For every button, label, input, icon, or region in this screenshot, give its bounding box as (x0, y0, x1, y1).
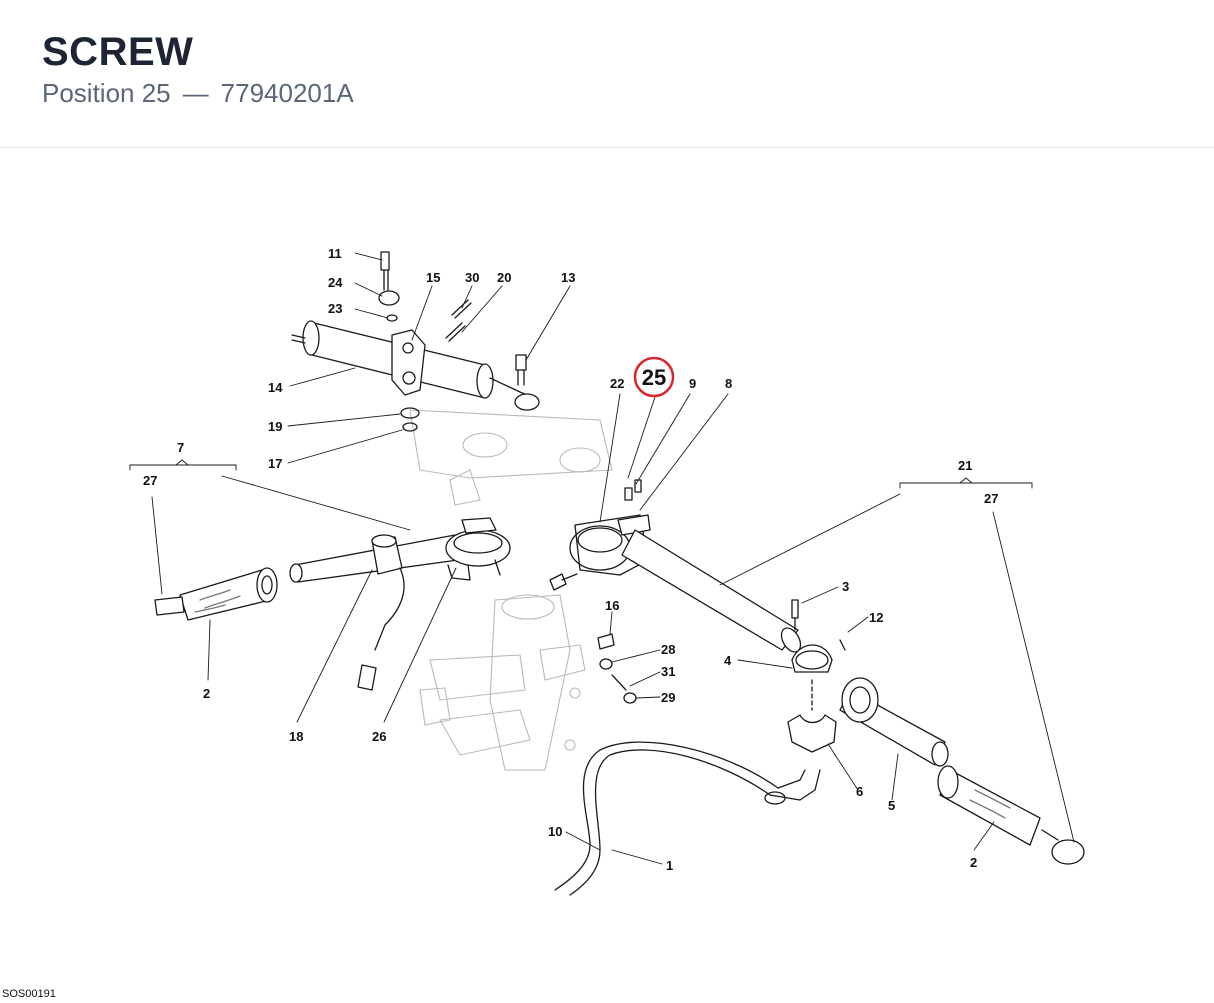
callout-24: 24 (328, 275, 343, 290)
left-grip (154, 567, 278, 621)
callout-6: 6 (856, 784, 863, 799)
exploded-parts-diagram: 11 24 15 30 20 13 23 14 19 17 22 9 8 7 2… (129, 246, 1085, 896)
callout-22: 22 (610, 376, 624, 391)
throttle-tube (839, 677, 949, 767)
callout-2-right: 2 (970, 855, 977, 870)
leader-lines (129, 252, 1075, 865)
callout-12: 12 (869, 610, 883, 625)
callout-30: 30 (465, 270, 479, 285)
callout-29: 29 (661, 690, 675, 705)
highlight-ring (633, 356, 675, 398)
frame-outline (409, 409, 613, 771)
callout-18: 18 (289, 729, 303, 744)
callout-16: 16 (605, 598, 619, 613)
callout-20: 20 (497, 270, 511, 285)
callout-15: 15 (426, 270, 440, 285)
page-title: SCREW (42, 30, 194, 74)
callout-13: 13 (561, 270, 575, 285)
part-number: 77940201A (220, 78, 354, 108)
throttle-cables (554, 741, 821, 896)
callout-11: 11 (328, 246, 342, 261)
steering-damper (291, 320, 540, 411)
page-subtitle: Position 25 — 77940201A (42, 78, 354, 109)
callout-10: 10 (548, 824, 562, 839)
highlighted-callout[interactable]: 25 (633, 356, 675, 398)
callout-26: 26 (372, 729, 386, 744)
callout-5: 5 (888, 798, 895, 813)
callout-8: 8 (725, 376, 732, 391)
callout-21: 21 (958, 458, 972, 473)
drawing-code: SOS00191 (2, 988, 56, 1000)
callout-28: 28 (661, 642, 675, 657)
right-clipon (549, 479, 651, 591)
right-grip (937, 765, 1085, 865)
callout-1: 1 (666, 858, 673, 873)
callout-14: 14 (268, 380, 283, 395)
left-handlebar (289, 517, 511, 691)
callout-25-highlighted: 25 (642, 365, 666, 390)
callout-4: 4 (724, 653, 732, 668)
callout-17: 17 (268, 456, 282, 471)
callout-31: 31 (661, 664, 675, 679)
subtitle-separator: — (182, 78, 209, 108)
page-header: SCREW Position 25 — 77940201A (0, 0, 1214, 148)
callout-2-left: 2 (203, 686, 210, 701)
callout-7: 7 (177, 440, 184, 455)
callout-labels: 11 24 15 30 20 13 23 14 19 17 22 9 8 7 2… (143, 246, 998, 873)
callout-9: 9 (689, 376, 696, 391)
position-label: Position 25 (42, 78, 171, 108)
callout-27-left: 27 (143, 473, 157, 488)
callout-23: 23 (328, 301, 342, 316)
clamp-halves (787, 599, 846, 753)
frame-fasteners (597, 633, 637, 704)
right-handlebar (621, 529, 802, 653)
callout-27-right: 27 (984, 491, 998, 506)
callout-19: 19 (268, 419, 282, 434)
callout-3: 3 (842, 579, 849, 594)
